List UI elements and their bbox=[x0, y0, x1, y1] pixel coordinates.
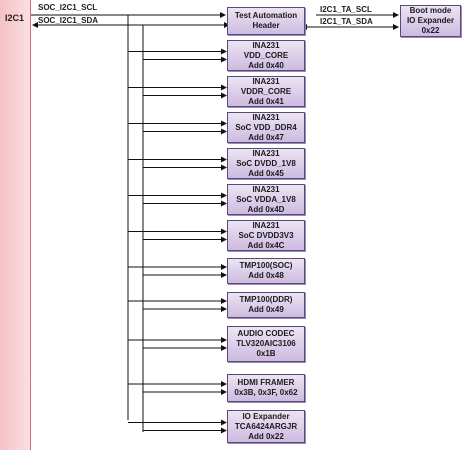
ina231-soc-dvdd-1v8-line-3: Add 0x45 bbox=[248, 168, 284, 178]
ina231-soc-dvdd3v3-line-2: SoC DVDD3V3 bbox=[238, 230, 294, 240]
ina231-soc-vdd-ddr4-line-2: SoC VDD_DDR4 bbox=[235, 122, 297, 132]
i2c1-bus-bar: I2C1 bbox=[0, 0, 31, 450]
hdmi-framer-line-1: HDMI FRAMER bbox=[237, 378, 295, 387]
tmp100-ddr-line-2: Add 0x49 bbox=[248, 305, 284, 314]
audio-codec-line-3: 0x1B bbox=[256, 349, 276, 358]
soc-scl-label: SOC_I2C1_SCL bbox=[38, 3, 98, 12]
ina231-vddr-core-line-1: INA231 bbox=[252, 76, 280, 86]
tmp100-soc-box: TMP100(SOC)Add 0x48 bbox=[227, 258, 305, 284]
ta-sda-label: I2C1_TA_SDA bbox=[320, 17, 373, 26]
ina231-soc-dvdd3v3-line-3: Add 0x4C bbox=[247, 240, 285, 250]
tmp100-soc-line-2: Add 0x48 bbox=[248, 271, 284, 280]
audio-codec-line-1: AUDIO CODEC bbox=[237, 329, 295, 338]
ina231-soc-vdda-1v8-line-2: SoC VDDA_1V8 bbox=[236, 194, 296, 204]
ina231-soc-vdda-1v8-line-3: Add 0x4D bbox=[247, 204, 285, 214]
soc-sda-label: SOC_I2C1_SDA bbox=[38, 16, 99, 25]
tmp100-ddr-line-1: TMP100(DDR) bbox=[239, 295, 293, 304]
ta-scl-label: I2C1_TA_SCL bbox=[320, 5, 372, 14]
ina231-soc-vdd-ddr4-line-1: INA231 bbox=[252, 112, 280, 122]
ina231-soc-dvdd-1v8-line-1: INA231 bbox=[252, 148, 280, 158]
ina231-vdd-core-line-3: Add 0x40 bbox=[248, 60, 284, 70]
io-expander-line-3: Add 0x22 bbox=[248, 431, 284, 441]
ina231-vddr-core-line-3: Add 0x41 bbox=[248, 96, 284, 106]
test-header-line-1: Test Automation bbox=[234, 11, 298, 20]
tmp100-ddr-box: TMP100(DDR)Add 0x49 bbox=[227, 292, 305, 318]
hdmi-framer-line-2: 0x3B, 0x3F, 0x62 bbox=[234, 388, 298, 397]
ina231-vdd-core-line-2: VDD_CORE bbox=[243, 50, 289, 60]
ina231-soc-dvdd3v3-line-1: INA231 bbox=[252, 220, 280, 230]
tmp100-soc-line-1: TMP100(SOC) bbox=[239, 261, 293, 270]
i2c1-bus-label: I2C1 bbox=[5, 13, 25, 23]
io-expander-line-2: TCA6424ARGJR bbox=[234, 421, 298, 431]
boot-expander-line-1: Boot mode bbox=[409, 6, 452, 15]
ina231-soc-dvdd-1v8-line-2: SoC DVDD_1V8 bbox=[236, 158, 296, 168]
ina231-soc-vdd-ddr4-line-3: Add 0x47 bbox=[248, 132, 284, 142]
audio-codec-line-2: TLV320AIC3106 bbox=[236, 339, 296, 348]
test-automation-header-box: Test Automation Header bbox=[227, 7, 305, 35]
boot-mode-io-expander-box: Boot mode IO Expander 0x22 bbox=[400, 5, 461, 37]
ina231-vdd-core-line-1: INA231 bbox=[252, 40, 280, 50]
ina231-soc-vdda-1v8-line-1: INA231 bbox=[252, 184, 280, 194]
boot-expander-line-2: IO Expander bbox=[406, 16, 455, 25]
boot-expander-line-3: 0x22 bbox=[421, 26, 440, 35]
test-header-line-2: Header bbox=[252, 21, 280, 30]
ina231-vddr-core-line-2: VDDR_CORE bbox=[240, 86, 292, 96]
io-expander-line-1: IO Expander bbox=[242, 411, 290, 421]
